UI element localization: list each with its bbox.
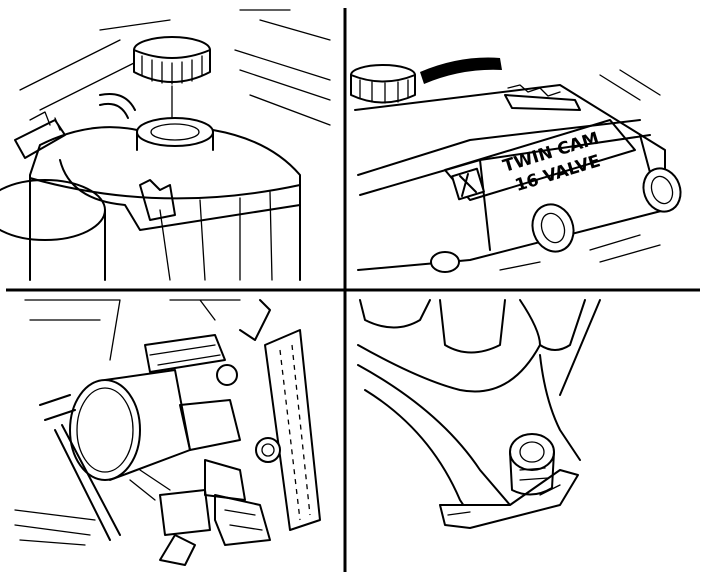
badge-logo — [451, 167, 485, 201]
throttle-body-panel — [14, 299, 321, 566]
manifold-flange — [439, 469, 579, 529]
spark-plug-holes — [430, 167, 682, 273]
manifold-boss — [509, 433, 555, 496]
throttle-bore — [69, 369, 191, 481]
cam-cover-panel: TWIN CAM 16 VALVE — [350, 57, 682, 273]
intake-manifold-panel — [357, 299, 601, 529]
filler-neck — [136, 117, 214, 151]
air-hose — [264, 329, 321, 531]
reservoir-cap — [133, 36, 211, 85]
oil-filler-cap — [350, 64, 416, 104]
reservoir-tank — [29, 126, 301, 281]
coolant-reservoir-panel — [0, 9, 331, 281]
